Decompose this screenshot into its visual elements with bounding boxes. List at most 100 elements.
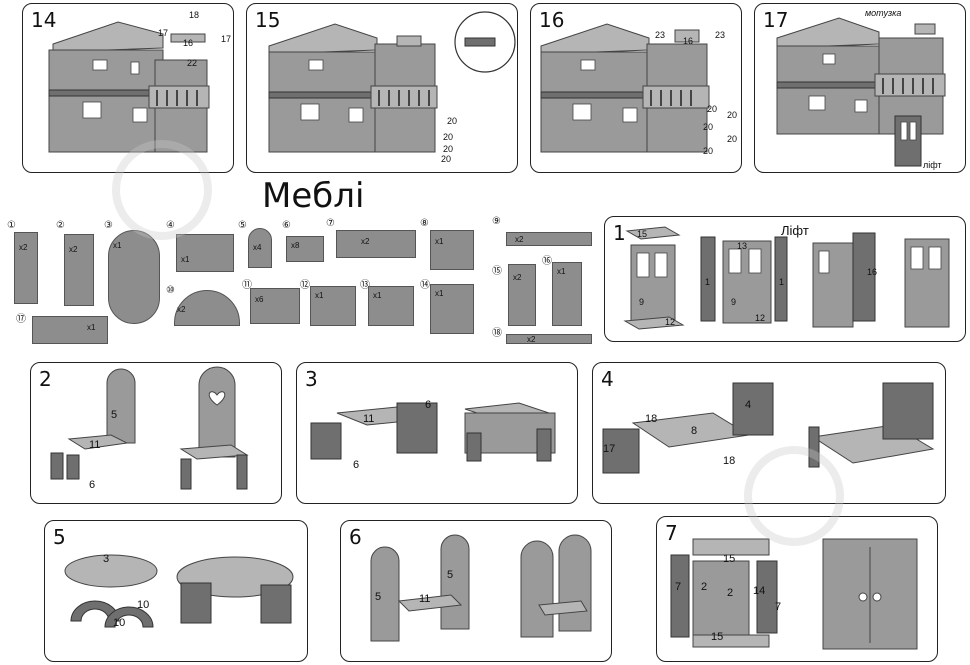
lift-label-1-b: 1: [779, 277, 785, 287]
part-17-number: ⑰: [16, 314, 26, 325]
part-count: x1: [373, 291, 382, 300]
label-4: 4: [745, 399, 752, 411]
step-15-panel: 15 20 20 20 20: [246, 3, 518, 173]
part-count: x1: [181, 255, 190, 264]
step-number: 5: [53, 525, 66, 549]
step-1-lift-panel: 1 Ліфт 15 13 1 9 12 9 12 16 1: [604, 216, 966, 342]
step-number: 1: [613, 221, 626, 245]
label-rope: мотузка: [865, 8, 902, 18]
label-18: 18: [189, 10, 200, 20]
label-20-a: 20: [707, 104, 718, 114]
part-6-number: ⑥: [282, 220, 291, 231]
part-17: x1: [32, 316, 108, 344]
part-13: x1: [368, 286, 414, 326]
part-15-number: ⑮: [492, 266, 502, 277]
part-14: x1: [430, 284, 474, 334]
label-20-b: 20: [727, 110, 738, 120]
part-13-number: ⑬: [360, 280, 370, 291]
part-8-number: ⑧: [420, 218, 429, 229]
part-count: x1: [113, 241, 122, 250]
label-10-b: 10: [113, 617, 126, 629]
part-5: x4: [248, 228, 272, 268]
lift-label-15: 15: [637, 229, 648, 239]
part-count: x2: [69, 245, 78, 254]
label-5: 5: [111, 409, 118, 421]
label-20-e: 20: [703, 146, 714, 156]
step-number: 14: [31, 8, 57, 32]
part-count: x2: [513, 273, 522, 282]
furniture-title: Меблі: [262, 176, 365, 216]
part-3: x1: [108, 230, 160, 324]
label-23-right: 23: [715, 30, 726, 40]
bench-assembly-illustration: [370, 534, 592, 642]
part-count: x2: [527, 335, 536, 344]
label-20-c: 20: [443, 144, 454, 154]
part-16: x1: [552, 262, 582, 326]
part-count: x1: [557, 267, 566, 276]
part-count: x8: [291, 241, 300, 250]
label-14: 14: [753, 585, 766, 597]
label-3: 3: [103, 553, 110, 565]
part-9: x2: [506, 232, 592, 246]
oval-table-assembly-illustration: [64, 554, 294, 628]
wardrobe-assembly-illustration: [670, 538, 918, 650]
label-6: 6: [89, 479, 96, 491]
label-5-b: 5: [447, 569, 454, 581]
label-11: 11: [89, 439, 101, 451]
part-3-number: ③: [104, 220, 113, 231]
step-number: 2: [39, 367, 52, 391]
label-20-a: 20: [447, 116, 458, 126]
part-1-number: ①: [7, 220, 16, 231]
part-count: x4: [253, 243, 262, 252]
house-illustration: [268, 11, 516, 153]
part-count: x1: [315, 291, 324, 300]
house-illustration: [776, 17, 946, 167]
part-7-number: ⑦: [326, 218, 335, 229]
label-22: 22: [187, 58, 198, 68]
part-18-number: ⑱: [492, 328, 502, 339]
part-2: x2: [64, 234, 94, 306]
label-11: 11: [419, 593, 431, 605]
lift-label-9-b: 9: [731, 297, 737, 307]
house-illustration: [48, 21, 210, 153]
part-count: x2: [361, 237, 370, 246]
label-6-b: 6: [353, 459, 360, 471]
part-8: x1: [430, 230, 474, 270]
part-18: x2: [506, 334, 592, 344]
part-count: x1: [87, 323, 96, 332]
part-15: x2: [508, 264, 536, 326]
step-number: 3: [305, 367, 318, 391]
part-14-number: ⑭: [420, 280, 430, 291]
part-count: x2: [19, 243, 28, 252]
label-20-b: 20: [443, 132, 454, 142]
label-20-c: 20: [703, 122, 714, 132]
step-4-panel: 4 18 8 4 17 18: [592, 362, 946, 504]
label-20-d: 20: [727, 134, 738, 144]
lift-label-9-a: 9: [639, 297, 645, 307]
label-11: 11: [363, 413, 375, 425]
lift-label-1: 1: [705, 277, 711, 287]
watermark-icon: [744, 446, 844, 546]
part-7: x2: [336, 230, 416, 258]
lift-label-16: 16: [867, 267, 878, 277]
label-2-a: 2: [701, 581, 708, 593]
step-number: 7: [665, 521, 678, 545]
part-count: x1: [435, 237, 444, 246]
step-3-panel: 3 11 6 6: [296, 362, 578, 504]
part-5-number: ⑤: [238, 220, 247, 231]
label-17-right: 17: [221, 34, 232, 44]
step-16-panel: 16 23 16 23 20 20 20 20 20: [530, 3, 742, 173]
table-assembly-illustration: [310, 402, 556, 462]
part-9-number: ⑨: [492, 216, 501, 227]
label-17-left: 17: [158, 28, 169, 38]
lift-illustration: [623, 226, 950, 330]
label-20-d: 20: [441, 154, 452, 164]
chair-assembly-illustration: [50, 366, 249, 490]
label-15-top: 15: [723, 553, 736, 565]
house-illustration: [540, 23, 710, 153]
step-number: 17: [763, 8, 789, 32]
part-6: x8: [286, 236, 324, 262]
label-lift: ліфт: [923, 160, 942, 170]
step-5-panel: 5 3 10 10: [44, 520, 308, 662]
part-2-number: ②: [56, 220, 65, 231]
